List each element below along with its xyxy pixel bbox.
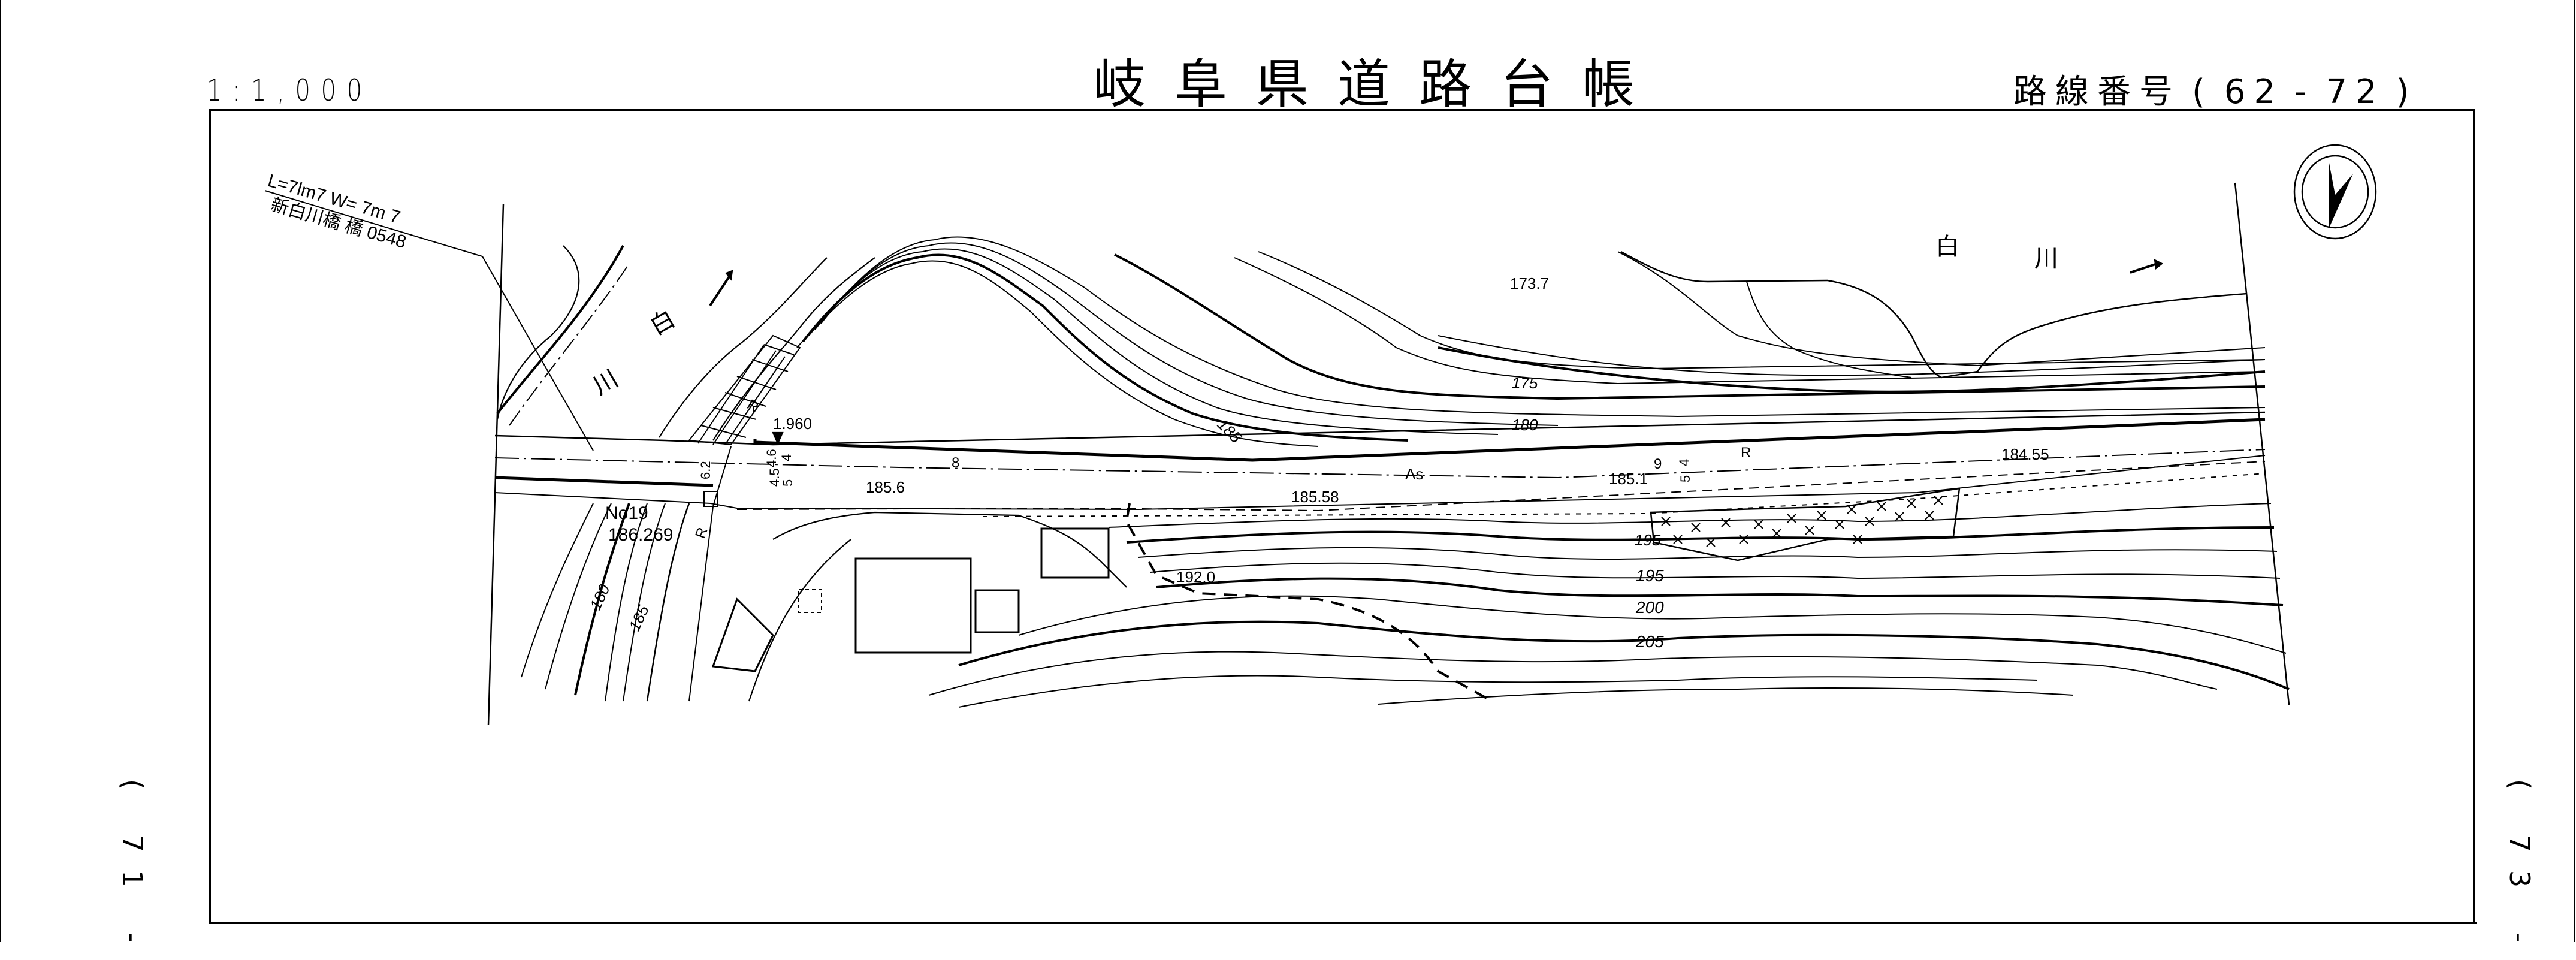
- river-sandbar-edge: [1620, 250, 2248, 379]
- page-border-right: [2574, 0, 2575, 942]
- north-arrow-icon: [2293, 144, 2377, 240]
- vegetation-x-mark: [1739, 535, 1748, 544]
- page-title: 岐阜県道路台帳: [1092, 53, 1663, 115]
- vegetation-x-mark: [1835, 520, 1844, 529]
- contour-lines-south: [928, 503, 2290, 708]
- road-edge-top-bold: [753, 418, 2266, 462]
- road-edge-top: [494, 411, 2266, 446]
- route-number-label: 路線番号: [2013, 73, 2181, 111]
- vegetation-x-marks: [1661, 496, 1943, 547]
- road-width-3: 4: [779, 454, 794, 461]
- vegetation-x-mark: [1706, 538, 1716, 547]
- road-width-6: 8: [952, 455, 959, 471]
- route-close-paren: ): [2396, 73, 2418, 111]
- station-elevation: 186.269: [608, 525, 673, 545]
- spot-height-4: 185.1: [1609, 470, 1648, 488]
- contour-label-195: 195: [1636, 566, 1664, 585]
- contour-label-195-partial: 195: [1635, 531, 1661, 549]
- vegetation-x-mark: [1805, 526, 1814, 535]
- symbol-r-3: R: [1741, 445, 1751, 461]
- contour-label-185-west: 185: [625, 602, 653, 633]
- station-number: No19: [605, 503, 648, 523]
- river-label-right-2: 川: [2034, 246, 2058, 272]
- road-width-1: 6.2: [698, 461, 713, 479]
- route-number: 路線番号 (62-72): [2013, 65, 2428, 113]
- page-border-left: [0, 0, 1, 942]
- vegetation-x-mark: [1754, 520, 1763, 529]
- contour-lines-north: [796, 236, 2266, 447]
- road-width-2: 4.6: [764, 449, 779, 467]
- flow-arrow-left: [709, 274, 731, 307]
- spot-height-7: 192.0: [1176, 568, 1215, 586]
- map-frame: [209, 109, 2475, 923]
- structure-dashed: [798, 589, 822, 613]
- vegetation-area: [1650, 487, 1961, 561]
- route-open-paren: (: [2192, 73, 2213, 111]
- spot-height-5: 184.55: [2001, 445, 2049, 463]
- vegetation-x-mark: [1787, 514, 1796, 523]
- vegetation-x-mark: [1772, 529, 1781, 538]
- vegetation-x-mark: [1817, 511, 1826, 520]
- vegetation-x-mark: [1895, 512, 1904, 521]
- road-edge-left-bold: [494, 476, 714, 487]
- road-edge-bottom: [494, 455, 2266, 511]
- map-frame-bottom: [209, 922, 2477, 924]
- flow-arrow-right: [2130, 262, 2158, 274]
- contour-label-180-west: 180: [586, 581, 614, 612]
- vegetation-x-mark: [1877, 502, 1886, 511]
- contour-label-180: 180: [1512, 416, 1538, 434]
- route-to: 72: [2326, 73, 2385, 111]
- contour-label-175: 175: [1512, 374, 1538, 392]
- bridge-abutment-hatch: [688, 334, 801, 446]
- river-label-left-1: 白: [646, 306, 680, 340]
- river-bank-left: [496, 245, 624, 415]
- vegetation-x-mark: [1721, 518, 1731, 527]
- vegetation-x-mark: [1673, 535, 1683, 544]
- contour-label-205: 205: [1635, 632, 1664, 651]
- road-width-8: 4: [1677, 459, 1692, 466]
- route-dash: -: [2294, 73, 2315, 111]
- spot-height-2: 185.6: [866, 478, 905, 496]
- vegetation-x-mark: [1925, 511, 1934, 520]
- map-linework: [264, 144, 2377, 726]
- boundary-dashed: [1125, 503, 1493, 702]
- guardrail-line: [982, 473, 2266, 517]
- symbol-r-2: R: [692, 526, 711, 541]
- road-width-4: 4.5: [767, 468, 782, 487]
- right-cut-line: [2234, 182, 2290, 705]
- map-labels: L=7lm7 W= 7m 7 新白川橋 橋 0548 白 川 白 川 No19 …: [265, 171, 2058, 651]
- river-label-right-1: 白: [1935, 234, 1959, 260]
- spot-height-6: 173.7: [1510, 274, 1549, 292]
- building-small: [974, 589, 1020, 633]
- surface-label: As: [1405, 465, 1423, 483]
- contour-label-200: 200: [1635, 598, 1664, 617]
- road-width-5: 5: [780, 479, 795, 487]
- route-from: 62: [2224, 73, 2284, 111]
- road-width-7: 9: [1654, 456, 1662, 472]
- benchmark-marker-icon: [772, 431, 784, 445]
- station-marker-icon: [703, 491, 718, 507]
- contour-lines-west: [521, 503, 690, 702]
- building-medium: [1040, 527, 1110, 579]
- vegetation-x-mark: [1934, 496, 1943, 505]
- vegetation-x-mark: [1865, 517, 1874, 526]
- bridge-leader-line: [264, 190, 594, 451]
- road-centerline: [494, 449, 2266, 479]
- contour-label-185-dup: 185: [1258, 413, 1260, 414]
- vegetation-x-mark: [1691, 523, 1701, 532]
- road-width-9: 5: [1678, 475, 1693, 482]
- vegetation-x-mark: [1907, 499, 1916, 508]
- spot-height-1: 1.960: [773, 415, 812, 433]
- vegetation-x-mark: [1853, 535, 1862, 544]
- building-angled: [711, 597, 774, 672]
- vegetation-x-mark: [1661, 517, 1671, 526]
- vegetation-x-mark: [1847, 505, 1856, 514]
- scale-label: 1:1,000: [207, 73, 373, 108]
- river-label-left-2: 川: [589, 366, 623, 400]
- building-large: [854, 557, 972, 654]
- spot-height-3: 185.58: [1291, 488, 1339, 506]
- left-cut-line: [487, 203, 505, 726]
